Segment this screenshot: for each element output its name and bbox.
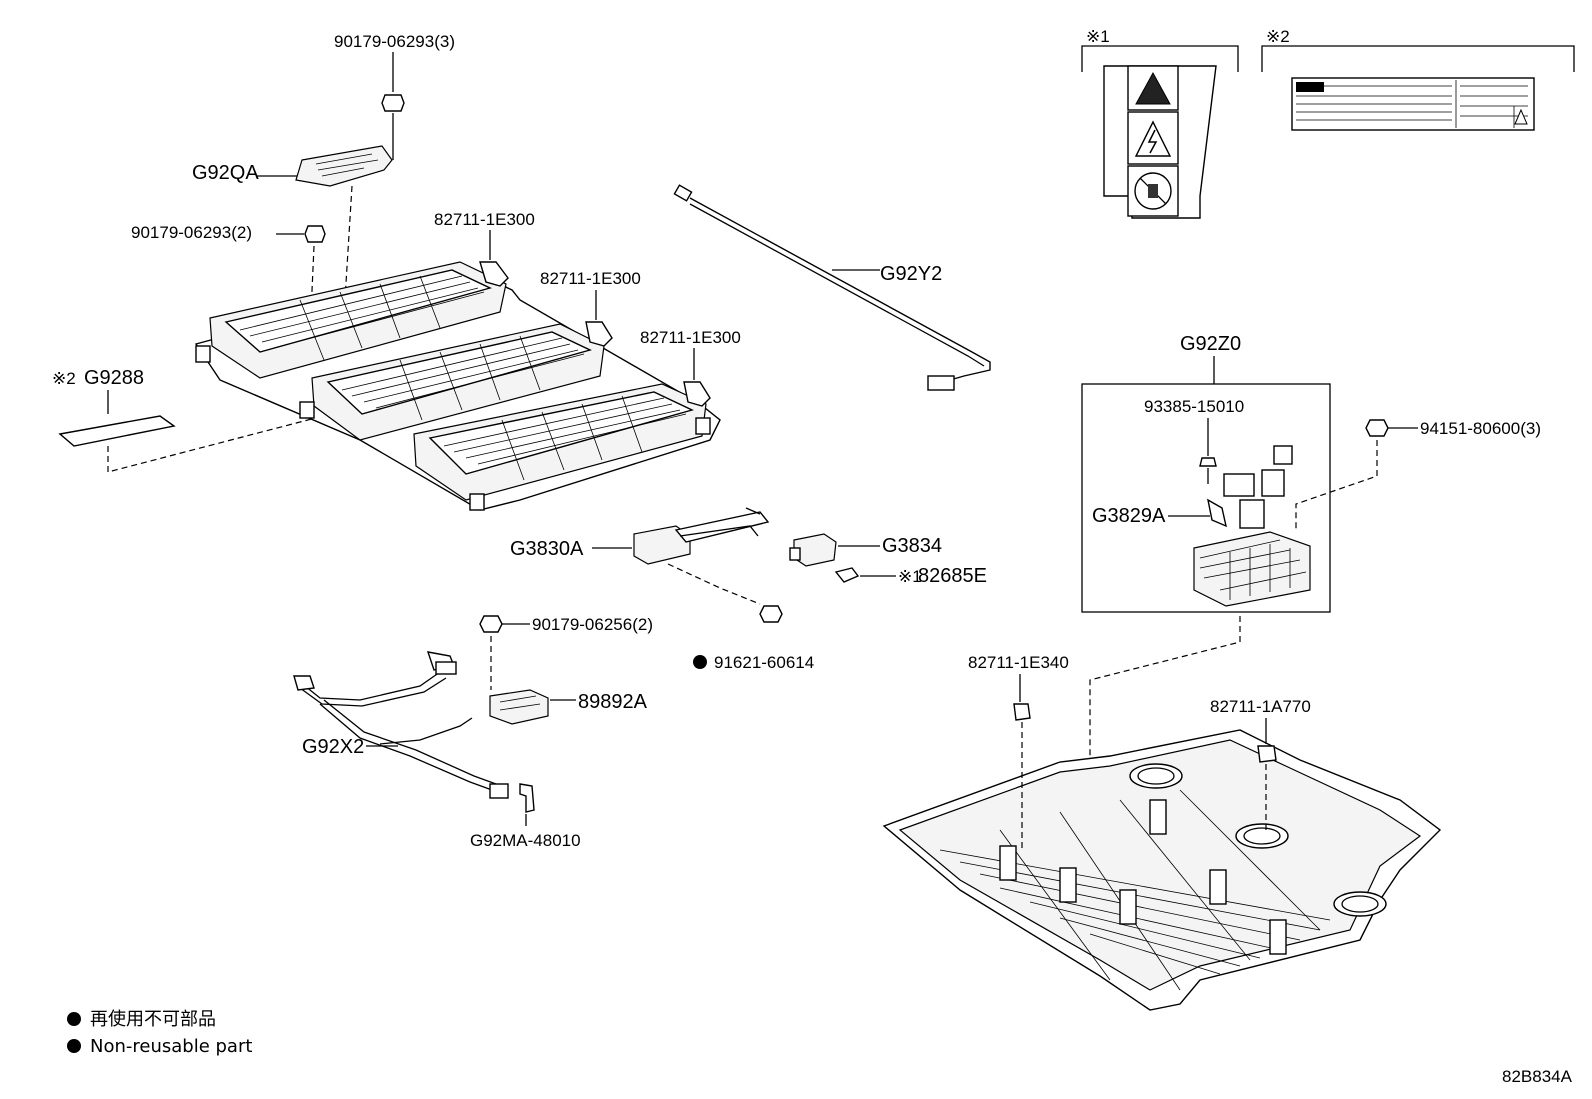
nut-right-group: 94151-80600(3): [1295, 419, 1541, 530]
legend-en: Non-reusable part: [90, 1036, 252, 1057]
clamp-1: 82711-1E300: [434, 210, 535, 287]
nut-icon: [1365, 419, 1389, 437]
clamp-tray-left: 82711-1E340: [968, 653, 1069, 850]
label-93385-15010: 93385-15010: [1144, 397, 1244, 416]
label-94151-80600-3: 94151-80600(3): [1420, 419, 1541, 438]
cable-g92y2: G92Y2: [673, 184, 991, 391]
label-g92z0: G92Z0: [1180, 333, 1241, 355]
screw-icon: [1199, 457, 1217, 467]
label-90179-06256-2: 90179-06256(2): [532, 615, 653, 634]
label-90179-06293-3: 90179-06293(3): [334, 32, 455, 51]
caution-label-2: ※2: [1261, 27, 1575, 131]
clamp-2: 82711-1E300: [540, 269, 641, 347]
bus-bar-g3830a: G3830A: [510, 507, 770, 605]
non-reusable-marker: [67, 1012, 81, 1026]
bracket-g92ma: G92MA-48010: [470, 783, 581, 850]
label-g92x2: G92X2: [302, 736, 364, 758]
bolt-mid-group: 91621-60614: [693, 605, 814, 672]
svg-text:※2: ※2: [1266, 27, 1290, 46]
relay-box-g92z0: G92Z0 93385-15010 G3829A: [1081, 333, 1331, 860]
svg-text:※1: ※1: [898, 567, 922, 586]
diagram-id: 82B834A: [1502, 1067, 1573, 1086]
connector-g3834: G3834: [789, 533, 942, 567]
label-90179-06293-2: 90179-06293(2): [131, 223, 252, 242]
bolt-harness-group: 90179-06256(2): [479, 615, 653, 690]
caution-label-1: ※1: [1081, 27, 1239, 219]
cover-g92qa: G92QA: [192, 145, 393, 381]
svg-text:※1: ※1: [1086, 27, 1110, 46]
sensor-89892a: 89892A: [489, 689, 648, 725]
label-g3829a: G3829A: [1092, 505, 1166, 527]
label-82711-1e300-a: 82711-1E300: [434, 210, 535, 229]
label-82711-1a770: 82711-1A770: [1210, 697, 1311, 716]
label-g3834: G3834: [882, 535, 942, 557]
legend-jp: 再使用不可部品: [90, 1009, 216, 1030]
label-82711-1e300-c: 82711-1E300: [640, 328, 741, 347]
clamp-tray-right: 82711-1A770: [1210, 697, 1311, 830]
label-g9288: G9288: [84, 367, 144, 389]
bolt-icon: [381, 94, 405, 112]
bolt-icon: [479, 615, 503, 633]
label-g92y2: G92Y2: [880, 263, 942, 285]
label-82711-1e340: 82711-1E340: [968, 653, 1069, 672]
clamp-3: 82711-1E300: [640, 328, 741, 407]
bolt-top-group: 90179-06293(3): [334, 32, 455, 160]
label-82711-1e300-b: 82711-1E300: [540, 269, 641, 288]
non-reusable-marker: [67, 1039, 81, 1053]
legend: 再使用不可部品 Non-reusable part: [67, 1009, 252, 1057]
label-g92qa: G92QA: [192, 162, 259, 184]
non-reusable-marker: [693, 655, 707, 669]
label-91621-60614: 91621-60614: [714, 653, 814, 672]
bolt-icon: [759, 605, 783, 623]
label-82685e: 82685E: [918, 565, 987, 587]
svg-text:※2: ※2: [52, 369, 76, 388]
harness-g92x2: G92X2: [293, 651, 509, 799]
sheet-g9288: ※2 G9288: [52, 367, 401, 473]
label-g92ma-48010: G92MA-48010: [470, 831, 581, 850]
bolt-icon: [304, 225, 326, 243]
relay-icon: [1223, 473, 1255, 497]
battery-stack-assembly: [194, 261, 721, 511]
label-g3830a: G3830A: [510, 538, 584, 560]
label-89892a: 89892A: [578, 691, 648, 713]
plug-82685e: ※1 82685E: [834, 565, 987, 587]
battery-tray: [882, 729, 1442, 1011]
